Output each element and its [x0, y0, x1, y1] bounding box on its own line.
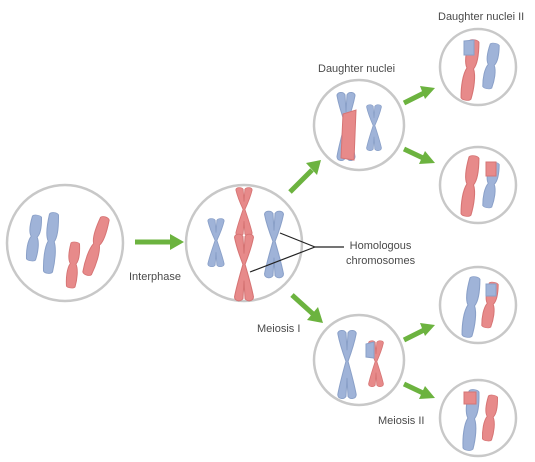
daughter-nucleus-bottom: [312, 313, 406, 407]
daughter-ii-3-chromosomes: [460, 275, 500, 339]
arrow-to-daughter-ii-1: [402, 86, 435, 106]
daughter-nuclei-label: Daughter nuclei: [318, 63, 396, 75]
arrow-to-daughter-ii-2: [402, 146, 435, 164]
interphase-cell: [5, 183, 125, 303]
meiosis-i-label: Meiosis I: [257, 323, 301, 335]
daughter-top-chromosome-blue-red: [336, 91, 357, 162]
daughter-bottom-chromosome-red: [365, 340, 384, 388]
daughter-ii-1-chromosomes: [459, 38, 501, 102]
daughter-nucleus-ii-1: [438, 27, 518, 107]
daughter-ii-4-chromosomes: [461, 388, 500, 452]
arrow-to-bottom-daughter: [290, 293, 323, 323]
arrow-to-daughter-ii-3: [402, 323, 435, 343]
homologous-line1: Homologous: [349, 240, 412, 252]
arrow-interphase: [135, 234, 184, 250]
daughter-ii-2-chromosomes: [459, 154, 501, 218]
arrow-to-top-daughter: [288, 160, 321, 194]
daughter-nucleus-top: [312, 78, 406, 172]
homologous-chromosomes-label: Homologous chromosomes: [346, 239, 415, 269]
daughter-nuclei-ii-label: Daughter nuclei II: [438, 11, 525, 23]
arrow-to-daughter-ii-4: [402, 381, 435, 399]
interphase-label: Interphase: [129, 271, 181, 283]
homologous-pointer-lines: [249, 232, 344, 273]
meiosis-ii-label: Meiosis II: [378, 415, 425, 427]
homologous-line2: chromosomes: [346, 255, 416, 267]
